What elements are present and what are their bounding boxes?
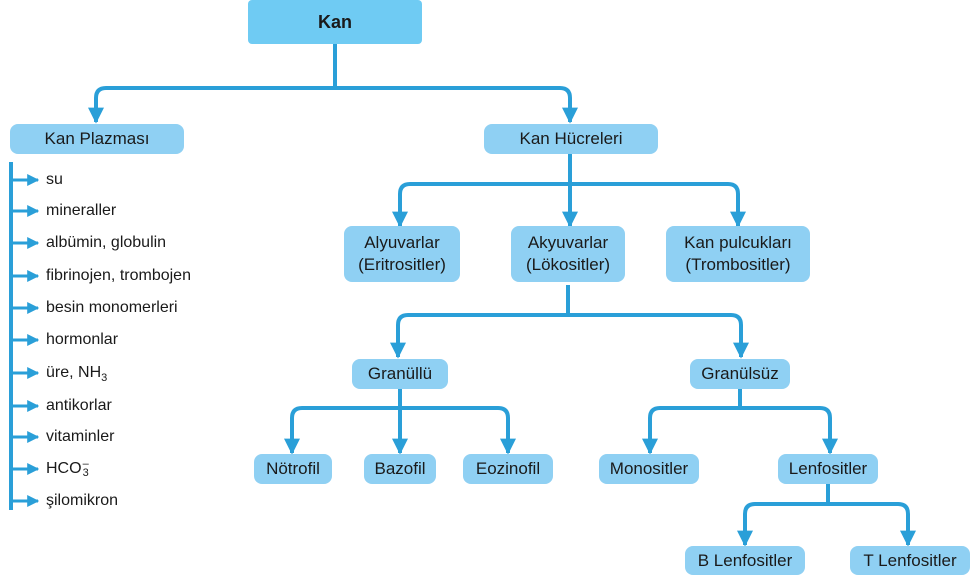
alyuvarlar-alt: (Eritrositler) <box>358 255 446 274</box>
monositler-label: Monositler <box>609 459 689 478</box>
bicarb-prefix: HCO <box>46 460 82 478</box>
node-b-lenfositler: B Lenfositler <box>685 546 805 575</box>
plasma-item-mineraller: mineraller <box>46 202 117 219</box>
b-lenfositler-label: B Lenfositler <box>697 550 793 570</box>
kan-pulcuklari-name: Kan pulcukları <box>684 233 792 252</box>
node-kan-hucreleri: Kan Hücreleri <box>484 124 658 154</box>
notrofil-label: Nötrofil <box>266 459 320 478</box>
node-akyuvarlar: Akyuvarlar (Lökositler) <box>511 226 625 282</box>
node-kan-hucreleri-label: Kan Hücreleri <box>519 129 623 148</box>
alyuvarlar-name: Alyuvarlar <box>364 233 440 252</box>
node-bazofil: Bazofil <box>364 454 436 484</box>
akyuvarlar-name: Akyuvarlar <box>527 233 609 252</box>
node-granullu: Granüllü <box>352 359 448 389</box>
eozinofil-label: Eozinofil <box>475 459 541 478</box>
plasma-item-ure: üre, NH3 <box>46 364 107 384</box>
akyuvarlar-alt: (Lökositler) <box>525 255 611 274</box>
plasma-item-silomikron: şilomikron <box>46 492 119 509</box>
node-alyuvarlar: Alyuvarlar (Eritrositler) <box>344 226 460 282</box>
granulsuz-label: Granülsüz <box>701 364 779 383</box>
node-kan-label: Kan <box>317 12 352 32</box>
node-lenfositler: Lenfositler <box>778 454 878 484</box>
plasma-item-su: su <box>46 171 63 188</box>
node-t-lenfositler: T Lenfositler <box>850 546 970 575</box>
plasma-item-albumin: albümin, globulin <box>46 234 167 251</box>
bicarb-subscript: 3 <box>82 467 89 479</box>
node-kan-pulcuklari: Kan pulcukları (Trombositler) <box>666 226 810 282</box>
plasma-item-antikorlar: antikorlar <box>46 397 112 414</box>
node-notrofil: Nötrofil <box>254 454 332 484</box>
node-kan-plazmasi-label: Kan Plazması <box>44 129 150 148</box>
plasma-item-besin: besin monomerleri <box>46 299 178 316</box>
ure-subscript: 3 <box>101 372 108 385</box>
ure-prefix: üre, NH <box>46 364 102 381</box>
plasma-item-vitaminler: vitaminler <box>46 428 115 445</box>
t-lenfositler-label: T Lenfositler <box>863 550 957 570</box>
kan-pulcuklari-alt: (Trombositler) <box>685 255 791 274</box>
plasma-item-fibrinojen: fibrinojen, trombojen <box>46 267 191 284</box>
bicarb-superscript: – <box>82 458 89 470</box>
node-kan-plazmasi: Kan Plazması <box>10 124 184 154</box>
node-kan: Kan <box>248 0 422 44</box>
node-monositler: Monositler <box>599 454 699 484</box>
bazofil-label: Bazofil <box>374 459 426 478</box>
plasma-item-hormonlar: hormonlar <box>46 331 119 348</box>
node-eozinofil: Eozinofil <box>463 454 553 484</box>
granullu-label: Granüllü <box>367 364 433 383</box>
lenfositler-label: Lenfositler <box>788 459 868 478</box>
plasma-item-bicarbonate: HCO–3 <box>46 458 89 479</box>
node-granulsuz: Granülsüz <box>690 359 790 389</box>
